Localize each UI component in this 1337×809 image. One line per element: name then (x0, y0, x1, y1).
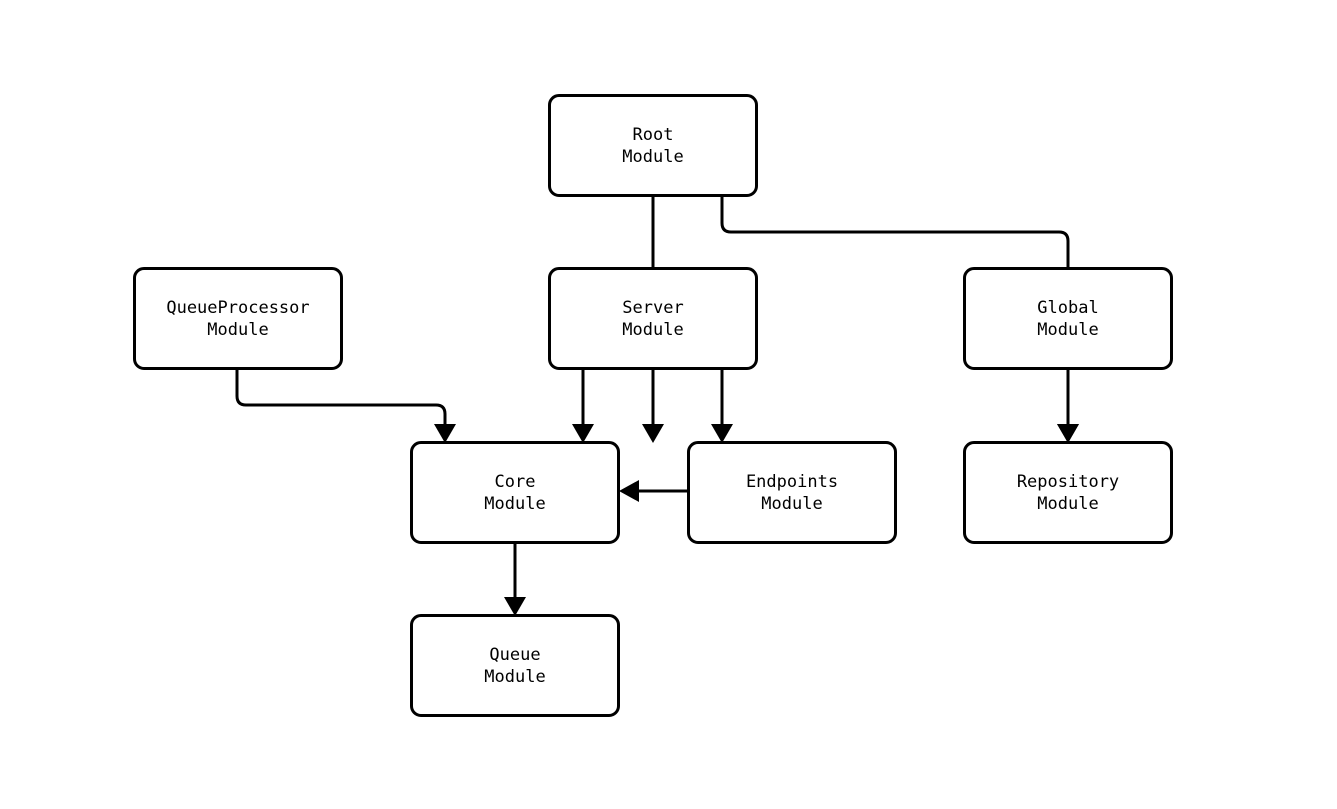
node-queueprocessor-name: QueueProcessor (166, 297, 310, 318)
node-root-kind: Module (622, 146, 684, 167)
node-endpoints-name: Endpoints (745, 471, 839, 492)
edge-core-to-queue (504, 544, 526, 616)
node-repository-kind: Module (1037, 493, 1099, 514)
node-queue[interactable]: Queue Module (410, 614, 620, 717)
node-endpoints[interactable]: Endpoints Module (687, 441, 897, 544)
node-queue-kind: Module (484, 666, 546, 687)
node-global-name: Global (1037, 297, 1099, 318)
node-endpoints-kind: Module (761, 493, 823, 514)
node-repository-name: Repository (1016, 471, 1120, 492)
node-queueprocessor[interactable]: QueueProcessor Module (133, 267, 343, 370)
edge-endpoints-to-core (619, 480, 687, 502)
node-global[interactable]: Global Module (963, 267, 1173, 370)
node-global-kind: Module (1037, 319, 1099, 340)
node-root[interactable]: Root Module (548, 94, 758, 197)
node-core-name: Core (494, 471, 536, 492)
node-core[interactable]: Core Module (410, 441, 620, 544)
node-repository[interactable]: Repository Module (963, 441, 1173, 544)
node-core-kind: Module (484, 493, 546, 514)
node-server-kind: Module (622, 319, 684, 340)
node-root-name: Root (632, 124, 674, 145)
edge-queueprocessor-to-core (235, 370, 456, 443)
node-server[interactable]: Server Module (548, 267, 758, 370)
edge-global-to-repository (1057, 370, 1079, 443)
node-queueprocessor-kind: Module (207, 319, 269, 340)
node-queue-name: Queue (489, 644, 541, 665)
edge-server-to-core (572, 370, 594, 443)
node-server-name: Server (622, 297, 684, 318)
edge-server-to-endpoints (711, 370, 733, 443)
